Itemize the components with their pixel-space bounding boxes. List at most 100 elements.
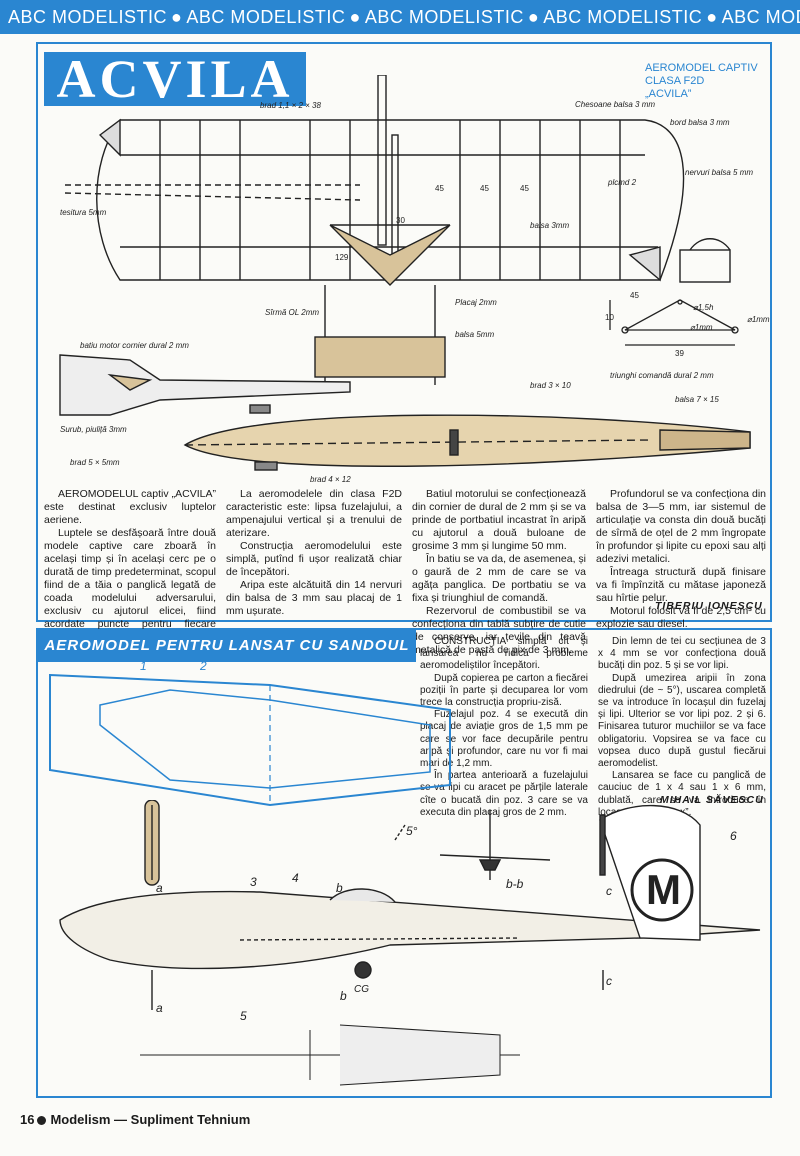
top-banner: ABC MODELISTIC●ABC MODELISTIC●ABC MODELI… (0, 0, 800, 34)
section-c-label: c (606, 884, 612, 898)
sandoul-wing-plan-drawing: 1 2 (49, 660, 451, 807)
sandoul-author: MIHAIL SĂVESCU (660, 794, 764, 806)
label-batiu: batiu motor cornier dural 2 mm (80, 341, 189, 350)
banner-separator-icon: ● (527, 6, 540, 27)
sandoul-paragraph: După copierea pe carton a fiecărei poziț… (420, 672, 588, 709)
label-placaj-2mm-a: plcmd 2 (607, 178, 637, 187)
sandoul-article-col-2: Din lemn de tei cu secțiunea de 3 x 4 mm… (598, 636, 766, 819)
dihedral-angle-label: 5° (406, 824, 418, 838)
label-balsa-3mm: balsa 3mm (530, 221, 569, 230)
acvila-article-col-3: Batiul motorului se confecționează din c… (412, 488, 586, 657)
acvila-frame (36, 42, 772, 622)
sandoul-article-col-1: CONSTRUCȚIA simplă cît și lansarea nu ri… (420, 636, 588, 819)
acvila-paragraph: Construcția aeromodelului este simplă, p… (226, 540, 402, 578)
acvila-subtitle-line-3: „ACVILA” (645, 88, 692, 100)
fuselage-outline (59, 890, 761, 970)
acvila-paragraph: Aripa este alcătuită din 14 nervuri din … (226, 579, 402, 617)
acvila-paragraph: Batiul motorului se confecționează din c… (412, 488, 586, 552)
dim-45a: 45 (435, 184, 444, 193)
section-b2-label: b (340, 989, 347, 1003)
dim-39: 39 (675, 349, 684, 358)
acvila-paragraph: Motorul folosit va fi de 2,5 cm³ cu expl… (596, 605, 766, 630)
page-footer: 16 Modelism — Supliment Tehnium (20, 1112, 250, 1127)
sandoul-paragraph: În partea anterioară a fuzelajului se va… (420, 770, 588, 818)
acvila-section-drawing: batiu motor cornier dural 2 mm Surub, pi… (59, 341, 751, 484)
label-brad: brad 1,1 × 2 × 38 (260, 101, 321, 110)
acvila-article-col-2: La aeromodelele din clasa F2D caracteris… (226, 488, 402, 618)
dim-15: ⌀1,5h (693, 303, 714, 312)
pos-6-label: 6 (730, 829, 737, 843)
center-gravity-label: CG (354, 984, 369, 995)
section-a2-label: a (156, 1001, 163, 1015)
dim-1mm-b: ⌀1mm (747, 315, 770, 324)
banner-text: ABC MODELISTIC (8, 6, 168, 27)
motor-mount-side (59, 354, 351, 416)
acvila-paragraph: În batiu se va da, de asemenea, și o gau… (412, 553, 586, 604)
label-nervuri-balsa: nervuri balsa 5 mm (685, 168, 753, 177)
acvila-author: TIBERIU IONESCU (655, 600, 763, 612)
sandoul-title: AEROMODEL PENTRU LANSAT CU SANDOUL (38, 630, 416, 662)
acvila-subtitle-line-2: CLASA F2D (645, 75, 705, 87)
acvila-paragraph: La aeromodelele din clasa F2D caracteris… (226, 488, 402, 539)
label-bord-balsa: bord balsa 3 mm (670, 118, 730, 127)
sandoul-side-view-drawing: 3 4 5 6 a a b b b-b c c 5° CG M (59, 800, 761, 1086)
dim-129: 129 (335, 253, 349, 262)
label-placaj: Placaj 2mm (455, 298, 497, 307)
sandoul-paragraph: Fuzelajul poz. 4 se execută din placaj d… (420, 709, 588, 770)
page-number: 16 (20, 1112, 35, 1127)
label-chesoane: Chesoane balsa 3 mm (575, 100, 655, 109)
banner-text: ABC MODELISTIC (364, 6, 524, 27)
footer-text: Modelism — Supliment Tehnium (50, 1112, 251, 1127)
acvila-article-col-1: AEROMODELUL captiv „ACVILA” este destina… (44, 488, 216, 644)
sandoul-paragraph: După umezirea aripii în zona diedrului (… (598, 672, 766, 770)
bullet-icon (37, 1115, 47, 1125)
control-triangle-drawing: 45 39 10 ⌀1,5h ⌀1mm ⌀1mm triunghi comand… (605, 291, 770, 380)
acvila-wing-plan-drawing: brad 1,1 × 2 × 38 Chesoane balsa 3 mm bo… (60, 75, 753, 385)
sandoul-paragraph: Din lemn de tei cu secțiunea de 3 x 4 mm… (598, 636, 766, 672)
fin-logo-letter: M (646, 866, 681, 913)
sandoul-frame (36, 628, 772, 1098)
acvila-paragraph: Profundorul se va confecționa din balsa … (596, 488, 766, 565)
banner-text: ABC MODELISTIC (721, 6, 800, 27)
acvila-paragraph: Luptele se desfășoară între două modele … (44, 527, 216, 643)
acvila-subtitle: AEROMODEL CAPTIV CLASA F2D „ACVILA” (645, 62, 765, 101)
banner-separator-icon: ● (349, 6, 361, 27)
label-balsa-5mm: balsa 5mm (455, 330, 494, 339)
banner-text: ABC MODELISTIC (186, 6, 346, 27)
pos-2-label: 2 (199, 660, 207, 673)
acvila-subtitle-line-1: AEROMODEL CAPTIV (645, 62, 758, 74)
acvila-paragraph: Rezervorul de combustibil se va confecți… (412, 605, 586, 656)
acvila-paragraph: Întreaga structură după finisare va fi î… (596, 566, 766, 604)
label-brad-3x10: brad 3 × 10 (530, 381, 571, 390)
label-sirma: Sîrmă OL 2mm (265, 308, 319, 317)
sandoul-paragraph: CONSTRUCȚIA simplă cît și lansarea nu ri… (420, 636, 588, 672)
section-a-label: a (156, 881, 163, 895)
label-brad-4x12: brad 4 × 12 (310, 475, 351, 484)
label-tesitura: tesitura 5mm (60, 208, 107, 217)
acvila-title: ACVILA (44, 52, 306, 106)
pos-1-label: 1 (140, 660, 147, 673)
dim-45c: 45 (520, 184, 529, 193)
pos-5-label: 5 (240, 1009, 247, 1023)
label-triunghi: triunghi comandă dural 2 mm (610, 371, 714, 380)
dim-45b: 45 (480, 184, 489, 193)
section-c2-label: c (606, 974, 612, 988)
acvila-paragraph: AEROMODELUL captiv „ACVILA” este destina… (44, 488, 216, 526)
sandoul-wing-outline (49, 673, 451, 807)
dim-30: 30 (396, 216, 405, 225)
label-brad-5x5: brad 5 × 5mm (70, 458, 120, 467)
section-b-label: b (336, 881, 343, 895)
banner-separator-icon: ● (706, 6, 718, 27)
dim-1mm: ⌀1mm (690, 323, 713, 332)
section-bb-label: b-b (506, 877, 524, 891)
triangle-outline (624, 299, 736, 331)
acvila-article-col-4: Profundorul se va confecționa din balsa … (596, 488, 766, 631)
label-balsa-7x15: balsa 7 × 15 (675, 395, 719, 404)
label-surub: Surub, piuliță 3mm (60, 425, 127, 434)
banner-separator-icon: ● (171, 6, 183, 27)
banner-text: ABC MODELISTIC (543, 6, 703, 27)
dim-45d: 45 (630, 291, 639, 300)
pos-4-label: 4 (292, 871, 299, 885)
dim-10: 10 (605, 313, 614, 322)
pos-3-label: 3 (250, 875, 257, 889)
